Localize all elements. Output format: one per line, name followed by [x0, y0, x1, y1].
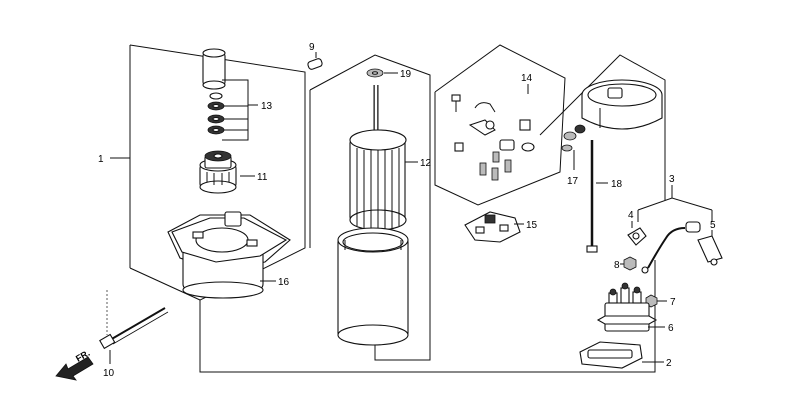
assembly-boundary — [129, 44, 666, 373]
callout-11: 11 — [257, 172, 268, 183]
pinion-gear — [199, 150, 237, 194]
through-bolt — [99, 307, 169, 350]
hex-nut-8 — [623, 256, 637, 271]
terminal-boot — [627, 227, 647, 246]
callout-19: 19 — [400, 69, 412, 80]
callout-9: 9 — [309, 42, 315, 53]
callout-13: 13 — [261, 101, 273, 112]
callout-5: 5 — [710, 220, 716, 231]
bracket-13 — [222, 79, 258, 141]
callout-8: 8 — [614, 260, 620, 271]
callout-10: 10 — [103, 368, 115, 379]
nuts-washers — [561, 124, 586, 152]
front-housing — [167, 211, 291, 299]
callout-14: 14 — [521, 73, 533, 84]
callout-3: 3 — [669, 174, 675, 185]
bushing — [307, 58, 323, 70]
callout-17: 17 — [567, 176, 579, 187]
callout-2: 2 — [666, 358, 672, 369]
starter-solenoid — [596, 282, 658, 332]
brush-parts — [451, 94, 535, 181]
callout-16: 16 — [278, 277, 290, 288]
washer-stack — [207, 92, 225, 135]
callout-12: 12 — [420, 158, 432, 169]
rubber-mount — [579, 341, 643, 369]
yoke — [337, 227, 409, 346]
callout-4: 4 — [628, 210, 634, 221]
end-cover — [581, 79, 663, 130]
callout-7: 7 — [670, 297, 676, 308]
pinion-stop-collar — [202, 48, 226, 90]
front-direction-arrow — [55, 356, 94, 381]
starter-cable — [641, 221, 723, 274]
armature — [349, 85, 407, 245]
callout-6: 6 — [668, 323, 674, 334]
callout-1: 1 — [98, 154, 104, 165]
cable-group — [637, 185, 713, 222]
long-stud — [586, 140, 598, 253]
callout-18: 18 — [611, 179, 623, 190]
brush-holder-plate — [464, 211, 521, 243]
callout-15: 15 — [526, 220, 538, 231]
thrust-washer — [366, 68, 384, 78]
